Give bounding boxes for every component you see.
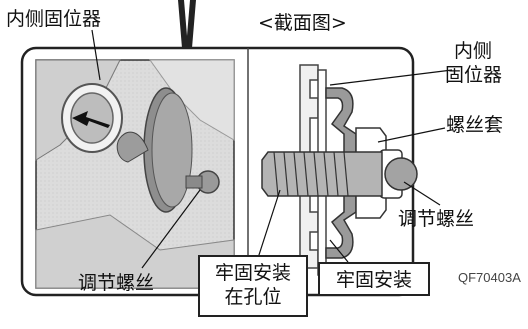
- label-screw-sleeve: 螺丝套: [446, 114, 504, 136]
- label-adjust-screw-left: 调节螺丝: [78, 272, 155, 294]
- strap-left: [178, 0, 188, 48]
- label-section-view: <截面图>: [258, 12, 347, 34]
- strap-right: [186, 0, 196, 48]
- label-adjust-screw-right: 调节螺丝: [398, 208, 475, 230]
- label-inner-retainer-right-line2: 固位器: [445, 64, 503, 86]
- photo-panel: [35, 59, 235, 289]
- label-install-in-hole-line1: 牢固安装: [214, 262, 291, 284]
- label-inner-retainer-right-line1: 内侧: [454, 40, 493, 62]
- section-view: [247, 48, 418, 295]
- label-inner-retainer-left: 内侧固位器: [6, 8, 102, 30]
- leader-lines: [91, 29, 453, 269]
- label-install-firmly: 牢固安装: [318, 262, 430, 296]
- figure-code: QF70403A: [458, 270, 521, 285]
- label-install-in-hole: 牢固安装 在孔位: [198, 255, 308, 317]
- label-install-in-hole-line2: 在孔位: [224, 286, 282, 308]
